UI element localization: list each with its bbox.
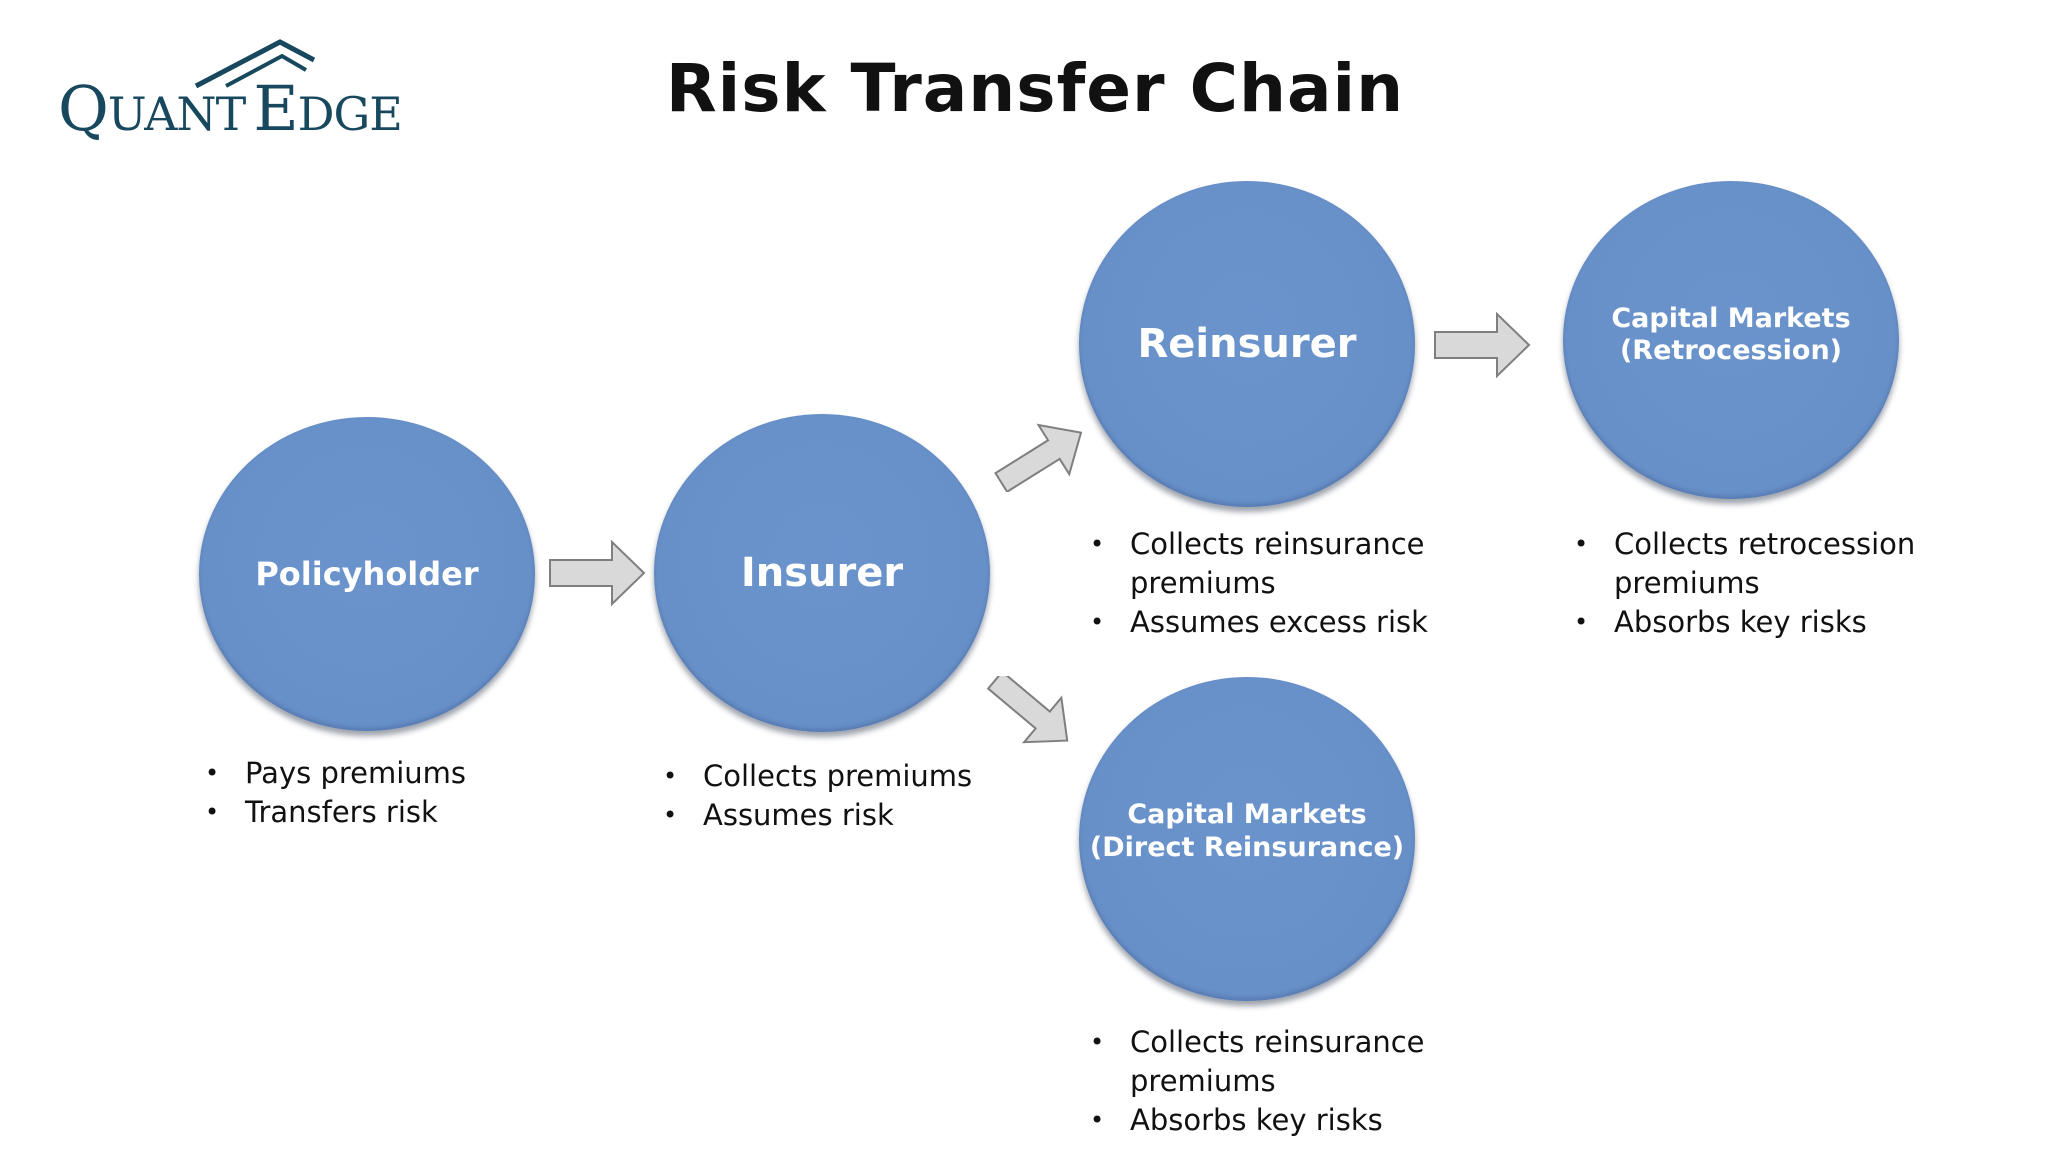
logo-uant: UANT <box>107 87 247 141</box>
insurer-bullets: Collects premiums Assumes risk <box>663 757 1023 835</box>
list-item: Absorbs key risks <box>1574 603 1954 642</box>
logo-e: E <box>253 72 298 145</box>
list-item: Transfers risk <box>205 793 525 832</box>
roof-icon <box>194 39 316 89</box>
node-label: Insurer <box>740 550 904 596</box>
list-item: Assumes excess risk <box>1090 603 1470 642</box>
retrocession-bullets: Collects retrocession premiums Absorbs k… <box>1574 525 1954 642</box>
list-item: Absorbs key risks <box>1090 1101 1470 1140</box>
page-title: Risk Transfer Chain <box>665 50 1405 127</box>
node-label: Policyholder <box>255 554 479 593</box>
node-label: Reinsurer <box>1137 321 1357 367</box>
arrow-policyholder-to-insurer-icon <box>549 539 646 607</box>
node-policyholder: Policyholder <box>199 417 535 731</box>
logo-dge: DGE <box>297 87 403 141</box>
list-item: Collects reinsurance premiums <box>1090 1023 1470 1101</box>
node-capital-markets-retrocession: Capital Markets (Retrocession) <box>1563 181 1899 499</box>
node-label: Capital Markets (Direct Reinsurance) <box>1089 799 1405 863</box>
logo-q: Q <box>58 72 109 145</box>
arrow-insurer-to-reinsurer-icon <box>994 423 1083 492</box>
reinsurer-bullets: Collects reinsurance premiums Assumes ex… <box>1090 525 1470 642</box>
list-item: Pays premiums <box>205 754 525 793</box>
list-item: Assumes risk <box>663 796 1023 835</box>
node-reinsurer: Reinsurer <box>1079 181 1415 507</box>
list-item: Collects premiums <box>663 757 1023 796</box>
node-insurer: Insurer <box>654 414 990 732</box>
policyholder-bullets: Pays premiums Transfers risk <box>205 754 525 832</box>
arrow-reinsurer-to-retrocession-icon <box>1434 311 1531 379</box>
arrow-insurer-to-direct-reinsurance-icon <box>986 676 1069 744</box>
node-capital-markets-direct-reinsurance: Capital Markets (Direct Reinsurance) <box>1079 677 1415 1001</box>
list-item: Collects reinsurance premiums <box>1090 525 1470 603</box>
node-label: Capital Markets (Retrocession) <box>1611 302 1851 366</box>
list-item: Collects retrocession premiums <box>1574 525 1954 603</box>
direct-reinsurance-bullets: Collects reinsurance premiums Absorbs ke… <box>1090 1023 1470 1140</box>
